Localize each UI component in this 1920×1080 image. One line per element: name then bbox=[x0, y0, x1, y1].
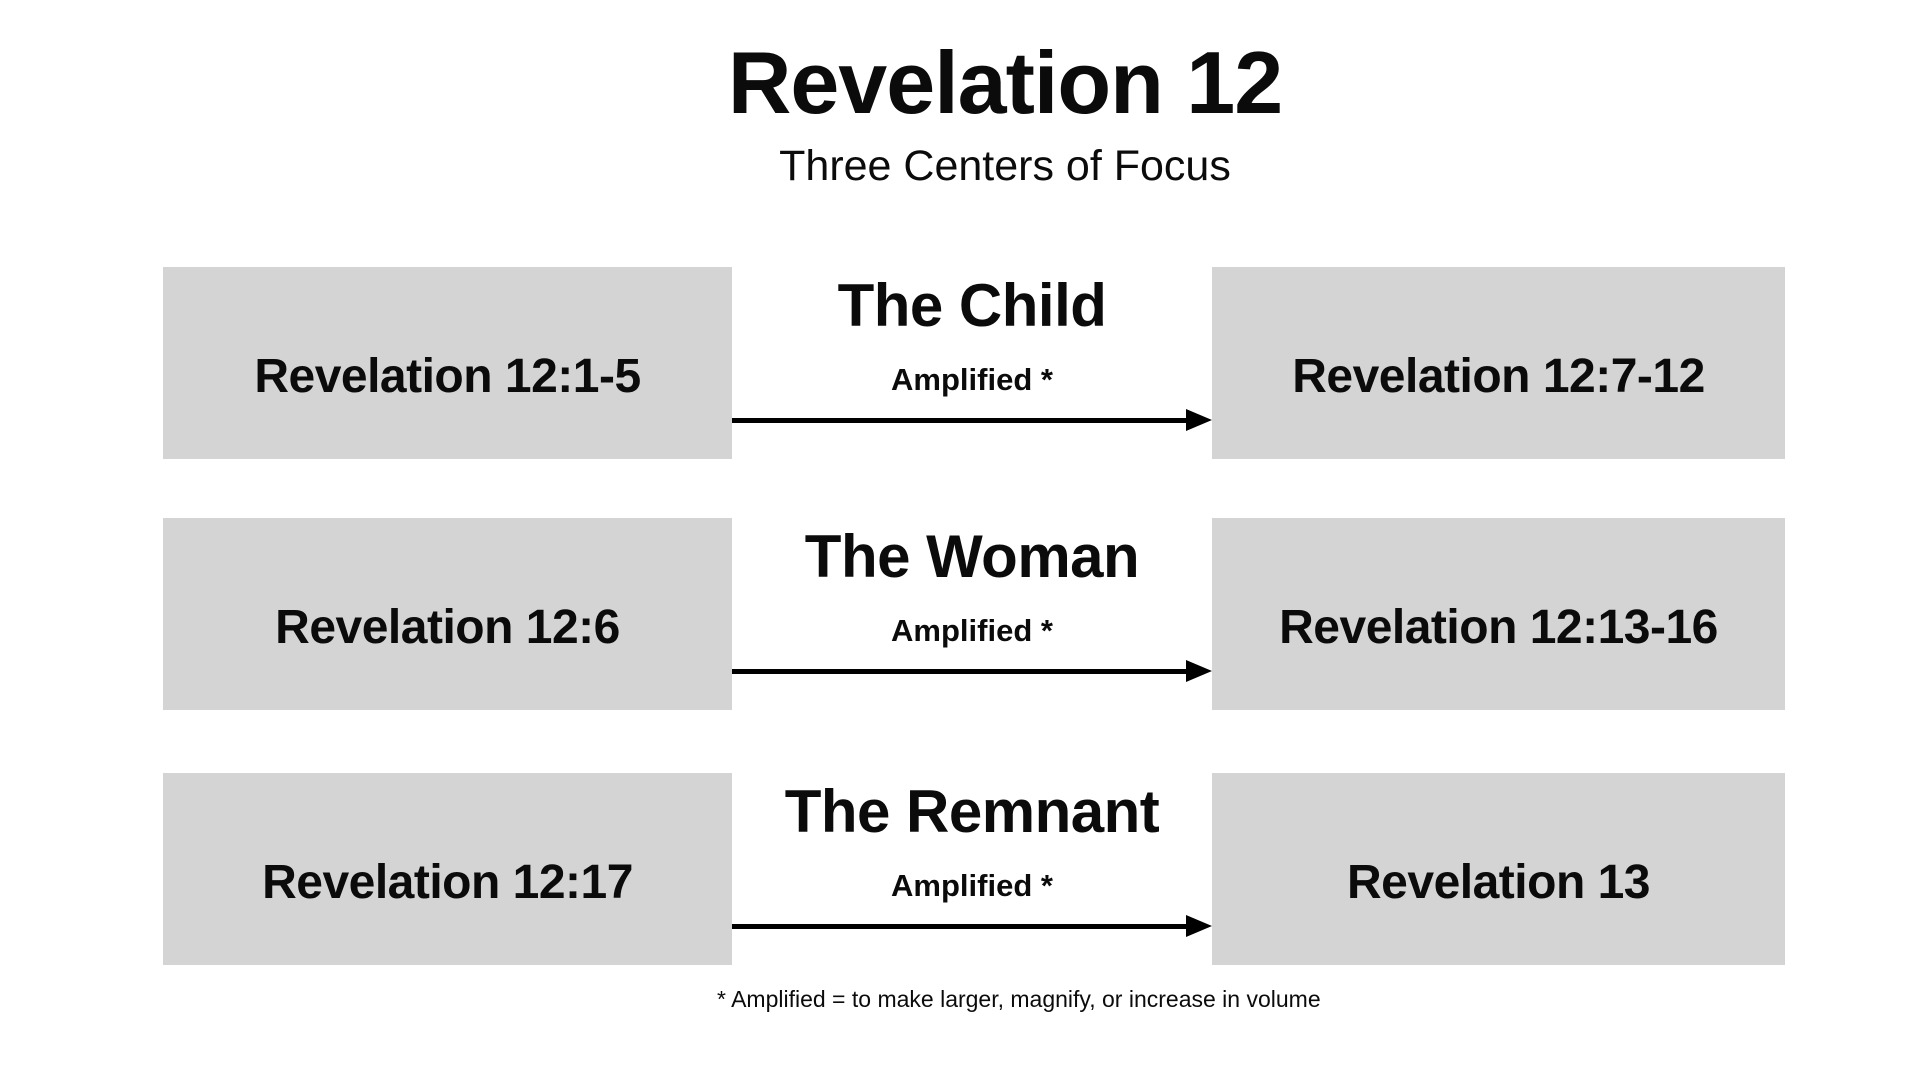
footnote: * Amplified = to make larger, magnify, o… bbox=[717, 986, 1321, 1012]
left-reference-box: Revelation 12:1-5 bbox=[163, 267, 732, 459]
center-title: The Remnant bbox=[784, 778, 1160, 845]
slide-header: Revelation 12 Three Centers of Focus bbox=[90, 30, 1920, 192]
page-title: Revelation 12 bbox=[727, 33, 1283, 132]
amplified-label: Amplified * bbox=[891, 868, 1053, 903]
amplified-label: Amplified * bbox=[891, 362, 1053, 397]
right-arrow bbox=[732, 518, 1212, 710]
center-title: The Woman bbox=[804, 523, 1140, 590]
arrow-head-icon bbox=[1186, 409, 1212, 431]
right-reference-label: Revelation 12:13-16 bbox=[1279, 600, 1718, 654]
right-arrow bbox=[732, 773, 1212, 965]
left-reference-label: Revelation 12:6 bbox=[275, 600, 620, 654]
right-reference-label: Revelation 13 bbox=[1347, 855, 1650, 909]
center-column: The Remnant Amplified * bbox=[732, 773, 1212, 965]
right-reference-box: Revelation 12:13-16 bbox=[1212, 518, 1785, 710]
center-column: The Child Amplified * bbox=[732, 267, 1212, 459]
arrow-shaft bbox=[732, 924, 1192, 929]
amplified-label: Amplified * bbox=[891, 613, 1053, 648]
arrow-shaft bbox=[732, 418, 1192, 423]
left-reference-label: Revelation 12:1-5 bbox=[254, 349, 641, 403]
left-reference-box: Revelation 12:6 bbox=[163, 518, 732, 710]
arrow-shaft bbox=[732, 669, 1192, 674]
left-reference-label: Revelation 12:17 bbox=[262, 855, 633, 909]
arrow-head-icon bbox=[1186, 660, 1212, 682]
right-reference-box: Revelation 13 bbox=[1212, 773, 1785, 965]
left-reference-box: Revelation 12:17 bbox=[163, 773, 732, 965]
focus-row-remnant: Revelation 12:17 The Remnant Amplified *… bbox=[0, 773, 1920, 965]
focus-row-woman: Revelation 12:6 The Woman Amplified * Re… bbox=[0, 518, 1920, 710]
right-reference-label: Revelation 12:7-12 bbox=[1292, 349, 1705, 403]
center-title: The Child bbox=[837, 272, 1107, 339]
right-arrow bbox=[732, 267, 1212, 459]
center-column: The Woman Amplified * bbox=[732, 518, 1212, 710]
right-reference-box: Revelation 12:7-12 bbox=[1212, 267, 1785, 459]
arrow-head-icon bbox=[1186, 915, 1212, 937]
page-subtitle: Three Centers of Focus bbox=[779, 142, 1231, 190]
focus-row-child: Revelation 12:1-5 The Child Amplified * … bbox=[0, 267, 1920, 459]
